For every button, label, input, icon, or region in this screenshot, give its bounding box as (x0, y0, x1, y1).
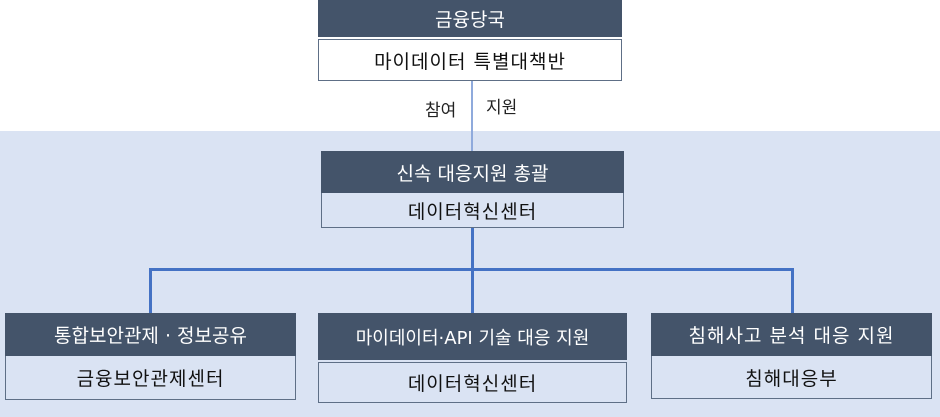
node-middle-sub: 데이터혁신센터 (321, 193, 624, 228)
link-label-support: 지원 (486, 98, 518, 118)
connector-right-drop (791, 268, 794, 314)
node-top-header: 금융당국 (318, 0, 622, 37)
link-label-participate: 참여 (425, 101, 457, 121)
connector-horizontal (149, 268, 794, 271)
node-bottom-1-header: 통합보안관제 · 정보공유 (5, 313, 296, 356)
node-top-sub: 마이데이터 특별대책반 (318, 39, 622, 81)
connector-top-to-middle (471, 80, 473, 152)
node-middle-header: 신속 대응지원 총괄 (321, 151, 624, 194)
node-bottom-3-header: 침해사고 분석 대응 지원 (651, 313, 932, 356)
node-bottom-1-sub: 금융보안관제센터 (5, 356, 296, 400)
node-bottom-3-sub: 침해대응부 (651, 356, 932, 399)
node-bottom-2-header: 마이데이터·API 기술 대응 지원 (318, 313, 627, 360)
connector-left-drop (149, 268, 152, 314)
node-bottom-2-sub: 데이터혁신센터 (318, 362, 627, 403)
